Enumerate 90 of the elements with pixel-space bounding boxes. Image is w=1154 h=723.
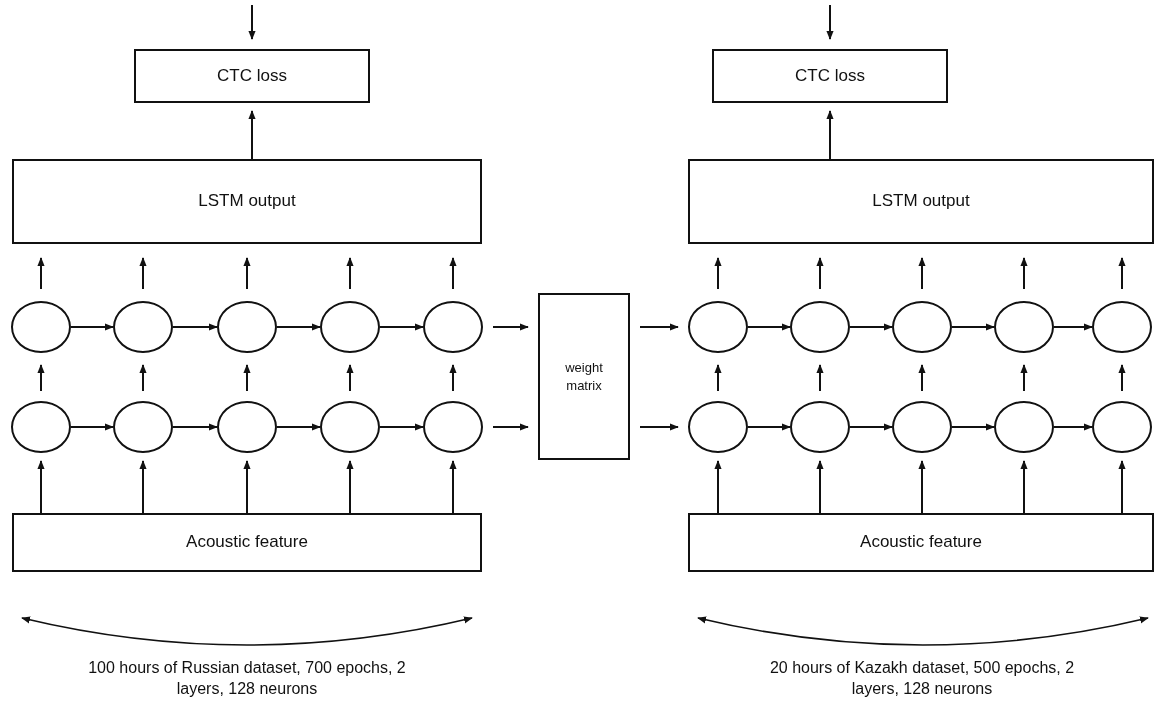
lstm-cell-circle bbox=[688, 301, 748, 353]
lstm-cell-circle bbox=[994, 301, 1054, 353]
lstm-cell-circle bbox=[11, 401, 71, 453]
arrow bbox=[276, 323, 321, 331]
arrow bbox=[276, 423, 321, 431]
box-label: weight matrix bbox=[564, 358, 604, 395]
box-label: LSTM output bbox=[198, 190, 296, 213]
arrow bbox=[379, 423, 424, 431]
lstm-cell-circle bbox=[892, 401, 952, 453]
arrow bbox=[951, 423, 995, 431]
arrow bbox=[243, 364, 251, 392]
lstm-cell-circle bbox=[320, 301, 380, 353]
arrow bbox=[1020, 460, 1028, 514]
arrow bbox=[1053, 423, 1093, 431]
arrow bbox=[816, 257, 824, 290]
arrow bbox=[747, 323, 791, 331]
arrow bbox=[639, 323, 679, 331]
layer-box bbox=[12, 159, 482, 244]
arrow bbox=[714, 460, 722, 514]
arrow bbox=[849, 423, 893, 431]
layer-box bbox=[134, 49, 370, 103]
layer-box bbox=[712, 49, 948, 103]
lstm-cell-circle bbox=[994, 401, 1054, 453]
arrow bbox=[449, 257, 457, 290]
box-label: Acoustic feature bbox=[860, 531, 982, 554]
box-label: LSTM output bbox=[872, 190, 970, 213]
arrow bbox=[346, 364, 354, 392]
arrow bbox=[492, 423, 529, 431]
arrow bbox=[449, 460, 457, 514]
arrow bbox=[918, 460, 926, 514]
arrow bbox=[492, 323, 529, 331]
layer-box bbox=[688, 513, 1154, 572]
arrow bbox=[346, 460, 354, 514]
arrow bbox=[826, 110, 834, 160]
arrow bbox=[714, 257, 722, 290]
arrow bbox=[1118, 257, 1126, 290]
arrow bbox=[37, 364, 45, 392]
arrow bbox=[37, 257, 45, 290]
lstm-cell-circle bbox=[1092, 301, 1152, 353]
lstm-cell-circle bbox=[113, 301, 173, 353]
arrow bbox=[826, 4, 834, 40]
lstm-cell-circle bbox=[688, 401, 748, 453]
arrow bbox=[248, 110, 256, 160]
arrow bbox=[449, 364, 457, 392]
arrow bbox=[918, 257, 926, 290]
arrow bbox=[849, 323, 893, 331]
arrow bbox=[747, 423, 791, 431]
arrow bbox=[379, 323, 424, 331]
box-label: CTC loss bbox=[795, 64, 865, 87]
arrow bbox=[639, 423, 679, 431]
lstm-cell-circle bbox=[1092, 401, 1152, 453]
lstm-cell-circle bbox=[892, 301, 952, 353]
arrow bbox=[1118, 460, 1126, 514]
box-label: Acoustic feature bbox=[186, 531, 308, 554]
arrow bbox=[243, 460, 251, 514]
arrow bbox=[172, 323, 218, 331]
lstm-cell-circle bbox=[423, 401, 483, 453]
lstm-cell-circle bbox=[320, 401, 380, 453]
layer-box bbox=[12, 513, 482, 572]
arrow bbox=[1020, 257, 1028, 290]
arrow bbox=[714, 364, 722, 392]
arrow bbox=[248, 4, 256, 40]
arrow bbox=[172, 423, 218, 431]
arrow bbox=[139, 460, 147, 514]
matrix-box bbox=[538, 293, 630, 460]
arrow bbox=[1020, 364, 1028, 392]
arrow bbox=[70, 323, 114, 331]
arrow bbox=[139, 364, 147, 392]
arrow bbox=[70, 423, 114, 431]
lstm-cell-circle bbox=[790, 401, 850, 453]
box-label: CTC loss bbox=[217, 64, 287, 87]
arrow bbox=[243, 257, 251, 290]
arrow bbox=[139, 257, 147, 290]
arrow bbox=[346, 257, 354, 290]
lstm-cell-circle bbox=[423, 301, 483, 353]
dataset-note: 20 hours of Kazakh dataset, 500 epochs, 2 layers, 128 neurons bbox=[768, 658, 1076, 699]
layer-box bbox=[688, 159, 1154, 244]
lstm-cell-circle bbox=[217, 301, 277, 353]
lstm-cell-circle bbox=[217, 401, 277, 453]
lstm-cell-circle bbox=[113, 401, 173, 453]
arrow bbox=[1118, 364, 1126, 392]
arrow bbox=[816, 460, 824, 514]
arrow bbox=[918, 364, 926, 392]
arrow bbox=[37, 460, 45, 514]
arrow bbox=[816, 364, 824, 392]
dataset-note: 100 hours of Russian dataset, 700 epochs, 2 layers, 128 neurons bbox=[87, 658, 407, 699]
arrow bbox=[951, 323, 995, 331]
arrow bbox=[1053, 323, 1093, 331]
lstm-cell-circle bbox=[790, 301, 850, 353]
lstm-cell-circle bbox=[11, 301, 71, 353]
